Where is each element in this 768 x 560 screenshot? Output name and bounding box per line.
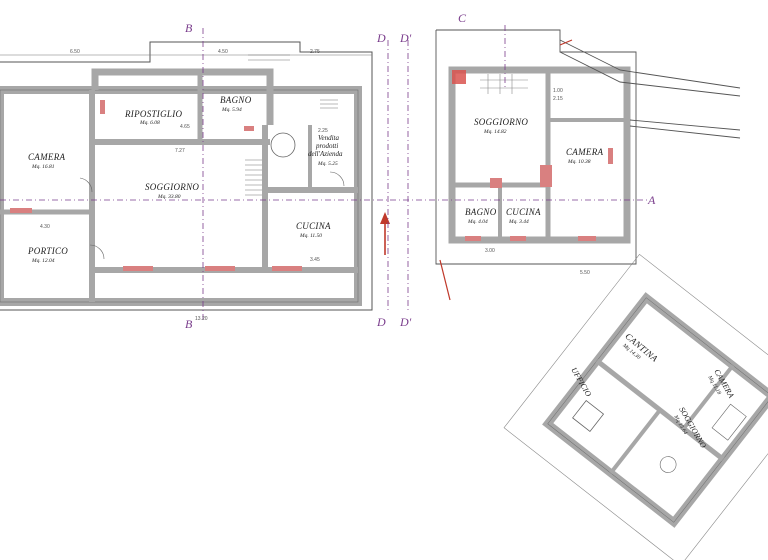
room-area-ripostiglio: Mq. 6.08 [139,120,160,126]
room-name-bagno-mid: BAGNO [465,207,497,217]
dim-label: 5.50 [580,270,590,276]
room-name-portico: PORTICO [27,246,68,256]
room-area-soggiorno-mid: Mq. 14.82 [483,128,507,135]
room-area-bagno-mid: Mq. 4.04 [467,218,488,225]
middle-building [435,29,741,301]
room-area-vendita: Mq. 5.25 [317,161,338,167]
dim-label: 2.15 [553,96,563,102]
section-label-a: A [647,193,656,207]
room-area-portico: Mq. 12.04 [31,257,55,264]
room-area-camera-left: Mq. 16.81 [31,164,55,170]
section-label-b-top: B [185,21,193,35]
dim-label: 4.65 [180,124,190,130]
dim-label: 3.00 [485,248,495,254]
room-name-cucina-mid: CUCINA [506,207,541,217]
dim-label: 4.30 [40,224,50,230]
dim-label: 2.75 [310,49,320,55]
room-name-bagno-main: BAGNO [220,95,252,105]
room-name-camera-mid: CAMERA [566,147,603,157]
room-name-vendita-3: dell'Azienda [308,150,343,158]
room-name-soggiorno-main: SOGGIORNO [145,182,199,192]
room-area-soggiorno-main: Mq. 33.80 [157,194,181,200]
dim-label: 6.50 [70,49,80,55]
room-name-vendita-2: prodotti [315,142,338,150]
room-area-cucina-main: Mq. 11.50 [299,233,322,239]
section-label-b-bottom: B [185,317,193,331]
room-name-vendita-1: Vendita [318,134,339,142]
room-area-bagno-main: Mq. 5.94 [221,106,242,113]
dim-label: 1.00 [553,88,563,94]
rotated-building [503,253,768,560]
dim-label: 13.20 [195,316,208,322]
room-area-cucina-mid: Mq. 3.44 [508,218,529,225]
section-lines [0,25,650,322]
room-name-ripostiglio: RIPOSTIGLIO [124,109,182,119]
dim-label: 4.50 [218,49,228,55]
room-name-soggiorno-mid: SOGGIORNO [474,117,528,127]
room-name-camera-left: CAMERA [28,152,65,162]
section-label-d-bottom: D [376,315,386,329]
section-label-d-top: D [376,31,386,45]
room-name-cucina-main: CUCINA [296,221,331,231]
dim-label: 2.25 [318,128,328,134]
section-label-dprime-top: D' [399,31,412,45]
section-label-dprime-bottom: D' [399,315,412,329]
dim-label: 3.45 [310,257,320,263]
left-building [0,41,373,311]
red-arrow [380,212,390,255]
dim-label: 7.27 [175,148,185,154]
room-area-camera-mid: Mq. 10.38 [567,159,591,165]
section-label-c: C [458,11,467,25]
